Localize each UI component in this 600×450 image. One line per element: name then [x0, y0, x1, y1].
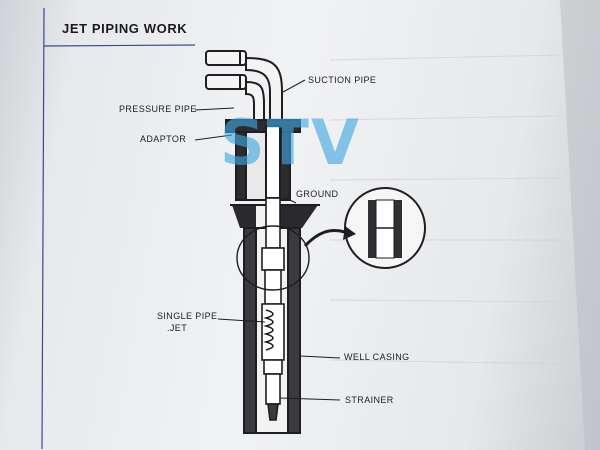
- frame-left-line: [41, 7, 45, 450]
- pressure-pipe-shape: [205, 50, 283, 121]
- single-pipe-jet-shape: [261, 197, 285, 421]
- label-strainer: STRAINER: [345, 395, 394, 405]
- watermark-logo: STV: [220, 106, 361, 179]
- leader-jet: [217, 318, 266, 323]
- leader-suction: [282, 79, 306, 93]
- leader-adaptor: [194, 134, 233, 141]
- ground-shape: [230, 204, 320, 228]
- title-underline: [43, 44, 196, 47]
- label-single-pipe: SINGLE PIPE: [157, 311, 218, 321]
- adaptor-shape: [225, 119, 301, 201]
- leader-ground: [283, 196, 297, 204]
- page-title: JET PIPING WORK: [62, 21, 188, 36]
- label-suction-pipe: SUCTION PIPE: [308, 75, 377, 85]
- leader-strainer: [279, 397, 341, 401]
- label-pressure-pipe: PRESSURE PIPE: [119, 104, 197, 114]
- detail-magnifier: [236, 187, 426, 291]
- leader-casing: [299, 355, 341, 359]
- label-well-casing: WELL CASING: [344, 352, 410, 362]
- label-adaptor: ADAPTOR: [140, 134, 187, 144]
- label-jet: .JET: [167, 323, 188, 333]
- leader-pressure: [194, 107, 235, 111]
- label-ground: GROUND: [296, 189, 339, 199]
